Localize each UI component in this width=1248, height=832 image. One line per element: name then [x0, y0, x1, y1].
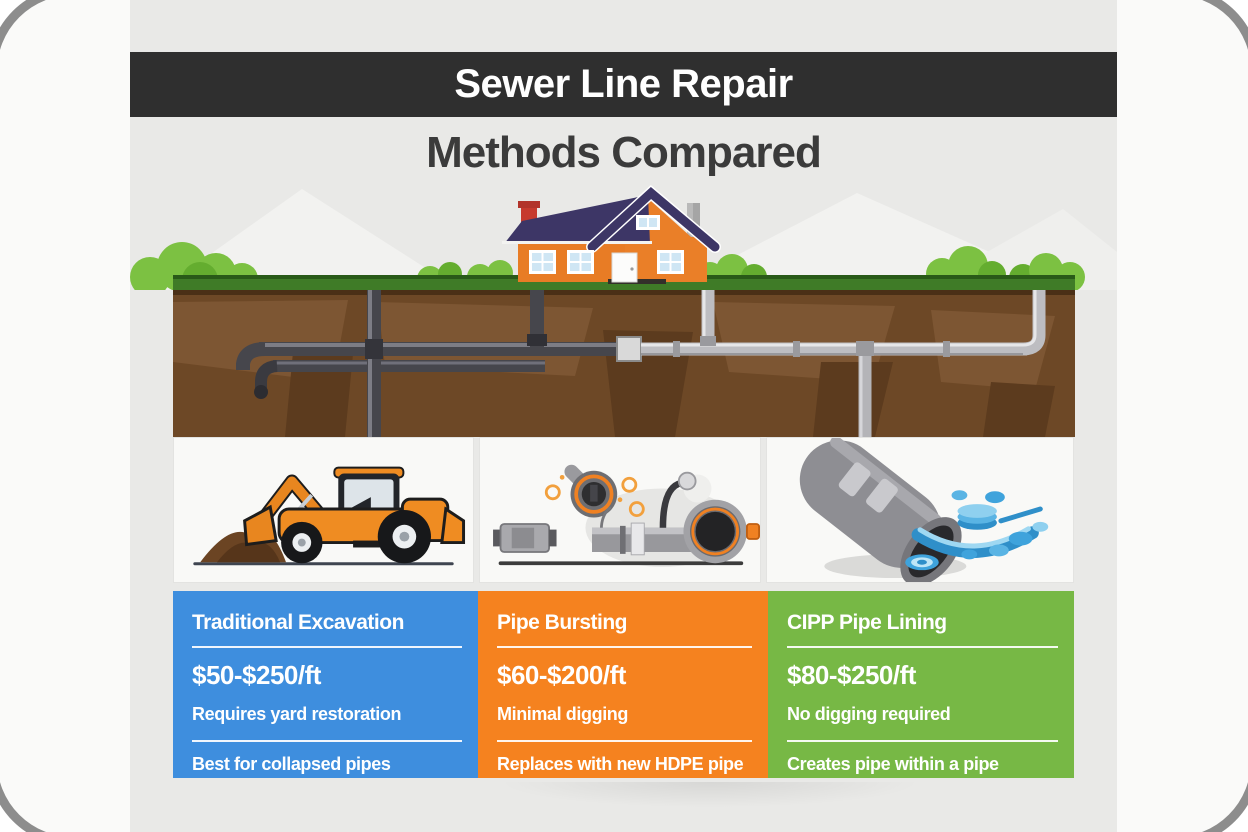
drop-shadow — [430, 782, 990, 816]
method-price: $80-$250/ft — [787, 660, 916, 690]
cipp-lining-panel — [766, 437, 1074, 583]
underground-pipes-illustration — [173, 290, 1075, 437]
method-feature: Minimal digging — [497, 704, 628, 724]
header-bar: Sewer Line Repair — [130, 52, 1117, 117]
divider — [787, 646, 1058, 648]
soil-patches — [173, 300, 1055, 437]
method-card-row: Traditional Excavation $50-$250/ft Requi… — [173, 591, 1074, 778]
divider — [497, 740, 752, 742]
excavator-illustration — [193, 466, 466, 566]
pipe-bursting-illustration — [493, 464, 760, 567]
water-drops-icon — [951, 490, 1049, 560]
method-name: CIPP Pipe Lining — [787, 611, 947, 634]
method-feature: Requires yard restoration — [192, 704, 402, 724]
dark-pipes-icon — [236, 290, 625, 437]
divider — [497, 646, 752, 648]
method-card-cipp-pipe-lining: CIPP Pipe Lining $80-$250/ft No digging … — [768, 591, 1074, 778]
door-icon — [611, 252, 638, 283]
window-icon — [529, 250, 556, 274]
window-icon — [636, 215, 660, 230]
divider — [192, 740, 462, 742]
method-note: Creates pipe within a pipe — [787, 754, 999, 774]
house-illustration — [130, 185, 1117, 290]
light-pipes-icon — [641, 290, 1046, 437]
method-card-traditional-excavation: Traditional Excavation $50-$250/ft Requi… — [173, 591, 478, 778]
pipe-coupling-icon — [616, 336, 642, 362]
page-title: Sewer Line Repair — [454, 62, 793, 106]
window-icon — [567, 250, 594, 274]
house-icon — [502, 185, 721, 284]
method-price: $60-$200/ft — [497, 660, 626, 690]
puddle-icon — [905, 554, 939, 571]
method-name: Pipe Bursting — [497, 611, 628, 634]
method-note: Best for collapsed pipes — [192, 754, 391, 774]
method-note: Replaces with new HDPE pipe — [497, 754, 744, 774]
page-subtitle: Methods Compared — [426, 128, 822, 177]
method-illustration-row — [173, 437, 1074, 583]
pipe-bursting-panel — [479, 437, 761, 583]
method-price: $50-$250/ft — [192, 660, 321, 690]
infographic-canvas: Sewer Line Repair Methods Compared — [130, 0, 1117, 832]
excavator-panel — [173, 437, 474, 583]
method-feature: No digging required — [787, 704, 951, 724]
method-name: Traditional Excavation — [192, 611, 404, 634]
divider — [192, 646, 462, 648]
divider — [787, 740, 1058, 742]
method-card-pipe-bursting: Pipe Bursting $60-$200/ft Minimal diggin… — [478, 591, 768, 778]
window-icon — [657, 250, 684, 274]
cipp-lining-illustration — [799, 438, 1049, 582]
